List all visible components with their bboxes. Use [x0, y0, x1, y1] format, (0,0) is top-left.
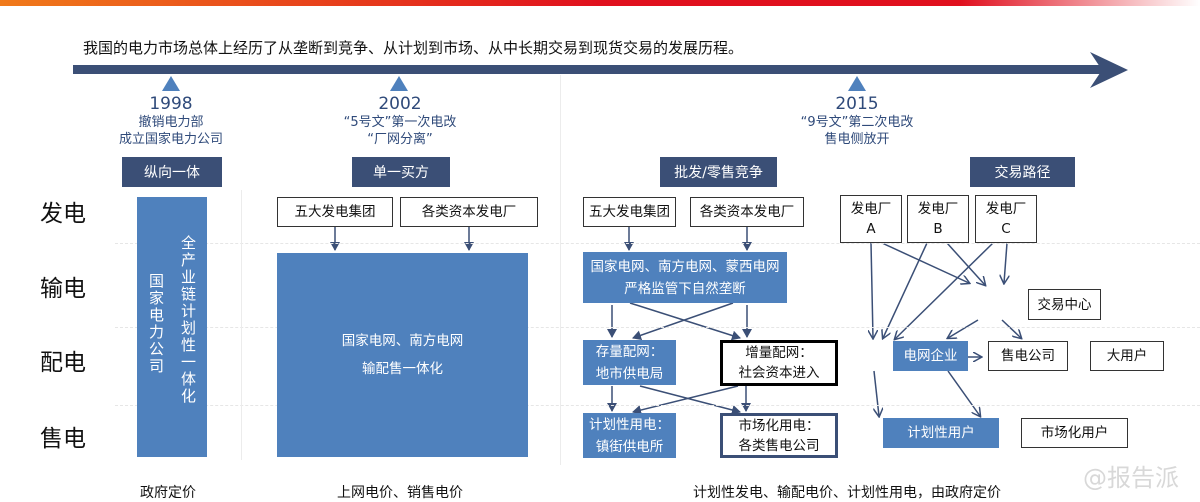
market-consumption-box: 市场化用电： 各类售电公司 [720, 413, 838, 458]
large-user-box: 大用户 [1090, 341, 1164, 371]
arrow [947, 370, 980, 416]
incremental-distribution-box: 增量配网： 社会资本进入 [720, 340, 838, 386]
capital-power-plants-box: 各类资本发电厂 [400, 197, 538, 227]
vertical-integration-box: 国家电力公司 全产业链计划性一体化 [137, 197, 207, 457]
exchange-center-box: 交易中心 [1028, 289, 1101, 320]
arrow [895, 242, 994, 339]
headline: 我国的电力市场总体上经历了从垄断到竞争、从计划到市场、从中长期交易到现货交易的发… [83, 39, 744, 57]
era-line: 撤销电力部 [138, 115, 204, 130]
planned-consumption-box: 计划性用电： 镇街供电所 [583, 413, 676, 458]
big-five-gencos-box: 五大发电集团 [583, 197, 676, 227]
grid-line: 严格监管下自然垄断 [624, 280, 746, 297]
arrow [1004, 242, 1007, 283]
era-line: “9号文”第二次电改 [800, 115, 914, 130]
big-five-gencos-box: 五大发电集团 [277, 197, 393, 227]
arrow [881, 242, 969, 283]
phase-label: 单一买方 [352, 157, 450, 187]
row-label-retail: 售电 [40, 426, 86, 452]
market-user-box: 市场化用户 [1021, 418, 1128, 448]
era-year: 2002 [378, 94, 422, 114]
existing-distribution-box: 存量配网： 地市供电局 [583, 340, 676, 385]
full-chain-planned-label: 全产业链计划性一体化 [179, 235, 197, 405]
grid-line: 国家电网、南方电网 [341, 333, 464, 349]
phase-label: 交易路径 [970, 157, 1075, 187]
marker-2015-icon [848, 76, 866, 91]
column-divider [241, 190, 242, 460]
box-line: 市场化用电： [738, 417, 820, 434]
box-line: A [866, 221, 876, 237]
plant-a-box: 发电厂 A [840, 195, 902, 243]
arrow [1001, 319, 1021, 338]
pricing-note: 计划性发电、输配电价、计划性用电，由政府定价 [693, 485, 1001, 501]
row-label-distribution: 配电 [40, 350, 86, 376]
state-power-company-label: 国家电力公司 [147, 273, 165, 375]
plant-c-box: 发电厂 C [975, 195, 1037, 243]
row-label-transmission: 输电 [40, 276, 86, 302]
grid-line: 国家电网、南方电网、蒙西电网 [590, 258, 780, 275]
box-line: 增量配网： [745, 345, 813, 361]
pricing-note: 上网电价、销售电价 [337, 485, 463, 501]
era-year: 1998 [149, 94, 193, 114]
pricing-note: 政府定价 [140, 485, 196, 501]
watermark: @报告派 [1083, 464, 1179, 492]
arrow [948, 319, 979, 338]
arrow [874, 370, 879, 416]
box-line: 发电厂 [917, 201, 959, 217]
timeline-arrowhead [1090, 52, 1128, 88]
era-2002: 2002 “5号文”第一次电改 “厂网分离” [290, 94, 510, 148]
timeline-bar [73, 65, 1103, 74]
planned-user-box: 计划性用户 [883, 418, 999, 448]
grid-company-box: 电网企业 [893, 341, 968, 371]
era-line: “5号文”第一次电改 [343, 115, 457, 130]
grid-monopoly-box: 国家电网、南方电网、蒙西电网严格监管下自然垄断 [583, 252, 787, 303]
column-divider [560, 75, 561, 465]
arrow [632, 385, 739, 415]
phase-label: 批发/零售竞争 [660, 157, 777, 187]
box-line: 存量配网： [595, 343, 664, 360]
row-divider [115, 405, 1200, 406]
marker-2002-icon [390, 76, 408, 91]
marker-1998-icon [162, 76, 180, 91]
era-1998: 1998 撤销电力部 成立国家电力公司 [61, 94, 281, 148]
arrow [639, 385, 741, 415]
arrow [946, 242, 985, 285]
box-line: 社会资本进入 [738, 365, 820, 381]
box-line: 各类售电公司 [738, 437, 820, 454]
arrow [883, 242, 928, 338]
plant-b-box: 发电厂 B [907, 195, 969, 243]
box-line: B [933, 221, 943, 237]
box-line: 计划性用电： [589, 416, 670, 433]
arrow [632, 302, 734, 341]
row-label-generation: 发电 [40, 201, 86, 227]
row-divider [115, 327, 1200, 328]
era-line: 售电侧放开 [824, 132, 890, 147]
box-line: 发电厂 [850, 201, 892, 217]
box-line: 发电厂 [985, 201, 1027, 217]
grid-line: 输配售一体化 [362, 361, 443, 377]
grid-integrated-box: 国家电网、南方电网 输配售一体化 [277, 253, 528, 457]
era-line: 成立国家电力公司 [118, 132, 223, 147]
box-line: 地市供电局 [595, 365, 664, 382]
box-line: C [1001, 221, 1011, 237]
top-accent-bar [0, 0, 1200, 6]
era-2015: 2015 “9号文”第二次电改 售电侧放开 [747, 94, 967, 148]
era-line: “厂网分离” [367, 132, 433, 147]
row-divider [115, 243, 1200, 244]
capital-power-plants-box: 各类资本发电厂 [690, 197, 804, 227]
era-year: 2015 [835, 94, 879, 114]
box-line: 镇街供电所 [595, 438, 664, 455]
retail-company-box: 售电公司 [988, 341, 1068, 371]
phase-label: 纵向一体 [122, 157, 222, 187]
arrow [871, 242, 873, 338]
